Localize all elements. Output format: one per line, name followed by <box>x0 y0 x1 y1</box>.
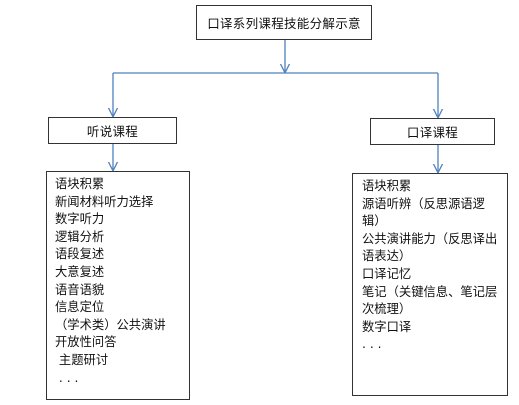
list-item: 语段复述 <box>55 247 105 262</box>
list-item: 语块积累 <box>55 177 105 191</box>
list-item: （学术类）公共演讲 <box>55 317 166 332</box>
root-node: 口译系列课程技能分解示意 <box>196 5 372 40</box>
list-item: 数字口译 <box>362 319 412 334</box>
list-item: 信息定位 <box>55 300 105 315</box>
list-item-ellipsis: . . . <box>55 370 79 385</box>
list-item: 开放性问答 <box>55 335 117 350</box>
list-item: 笔记（关键信息、笔记层次梳理） <box>362 284 498 317</box>
list-item: 公共演讲能力（反思译出语表达） <box>362 231 498 264</box>
list-item: 大意复述 <box>55 264 105 279</box>
branch-node-label: 听说课程 <box>86 124 139 139</box>
branch-node-interpreting: 口译课程 <box>370 118 495 145</box>
branch-node-label: 口译课程 <box>406 125 459 140</box>
list-item: 逻辑分析 <box>55 229 105 244</box>
list-item: 数字听力 <box>55 212 105 227</box>
list-item: 源语听辨（反思源语逻辑） <box>362 196 485 229</box>
list-item-ellipsis: . . . <box>362 337 382 352</box>
list-item: 新闻材料听力选择 <box>55 194 154 209</box>
list-item: 口译记忆 <box>362 266 412 281</box>
list-item: 语块积累 <box>362 179 412 193</box>
list-item: 主题研讨 <box>55 352 109 367</box>
branch-node-listening-speaking: 听说课程 <box>48 117 177 144</box>
skills-list-listening-speaking: 语块积累 新闻材料听力选择 数字听力 逻辑分析 语段复述 大意复述 语音语貌 信… <box>46 171 190 400</box>
skills-list-interpreting: 语块积累 源语听辨（反思源语逻辑） 公共演讲能力（反思译出语表达） 口译记忆 笔… <box>352 173 508 396</box>
root-node-label: 口译系列课程技能分解示意 <box>207 16 361 31</box>
list-item: 语音语貌 <box>55 282 105 297</box>
